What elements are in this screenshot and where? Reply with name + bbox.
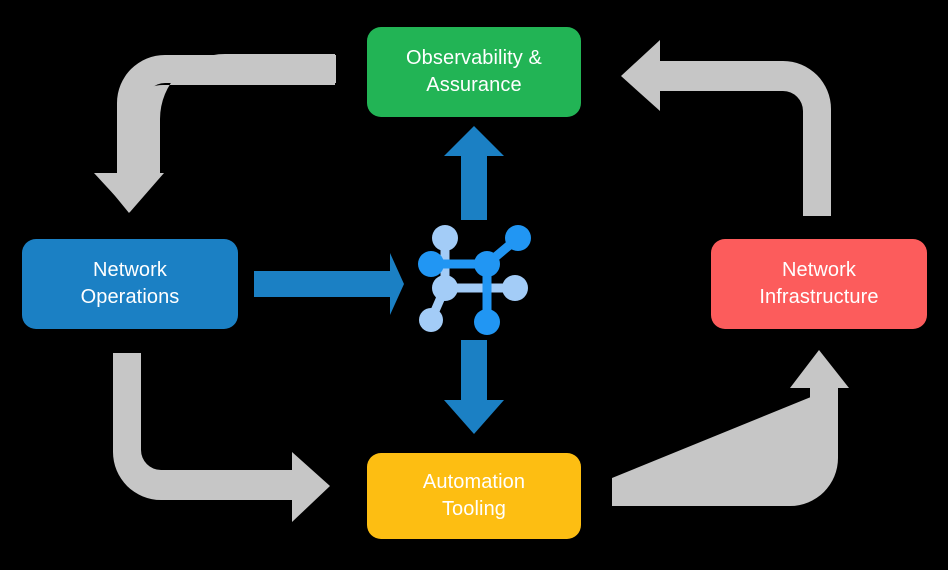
node-label-network-operations: Network Operations — [80, 259, 180, 308]
arrow-operations-to-automation — [113, 353, 330, 522]
arrow-infrastructure-to-observability — [621, 40, 831, 216]
graph-nodes-primary — [418, 225, 531, 335]
node-label-network-infrastructure: Network Infrastructure — [759, 259, 879, 308]
node-network-operations[interactable]: Network Operations — [22, 239, 238, 329]
arrow-operations-to-center — [254, 253, 404, 315]
arrow-center-to-observability — [444, 126, 504, 220]
node-label-automation-tooling: Automation Tooling — [422, 471, 526, 520]
node-network-infrastructure[interactable]: Network Infrastructure — [711, 239, 927, 329]
arrow-automation-to-infrastructure — [612, 388, 833, 478]
node-label-observability: Observability & Assurance — [406, 47, 542, 96]
arrow-observability-to-operations-shape — [94, 55, 336, 212]
node-observability-and-assurance[interactable]: Observability & Assurance — [367, 27, 581, 117]
graph-nodes-secondary — [419, 225, 528, 332]
arrow-center-to-automation — [444, 340, 504, 434]
arrow-automation-to-infrastructure-shape — [612, 350, 849, 506]
node-automation-tooling[interactable]: Automation Tooling — [367, 453, 581, 539]
